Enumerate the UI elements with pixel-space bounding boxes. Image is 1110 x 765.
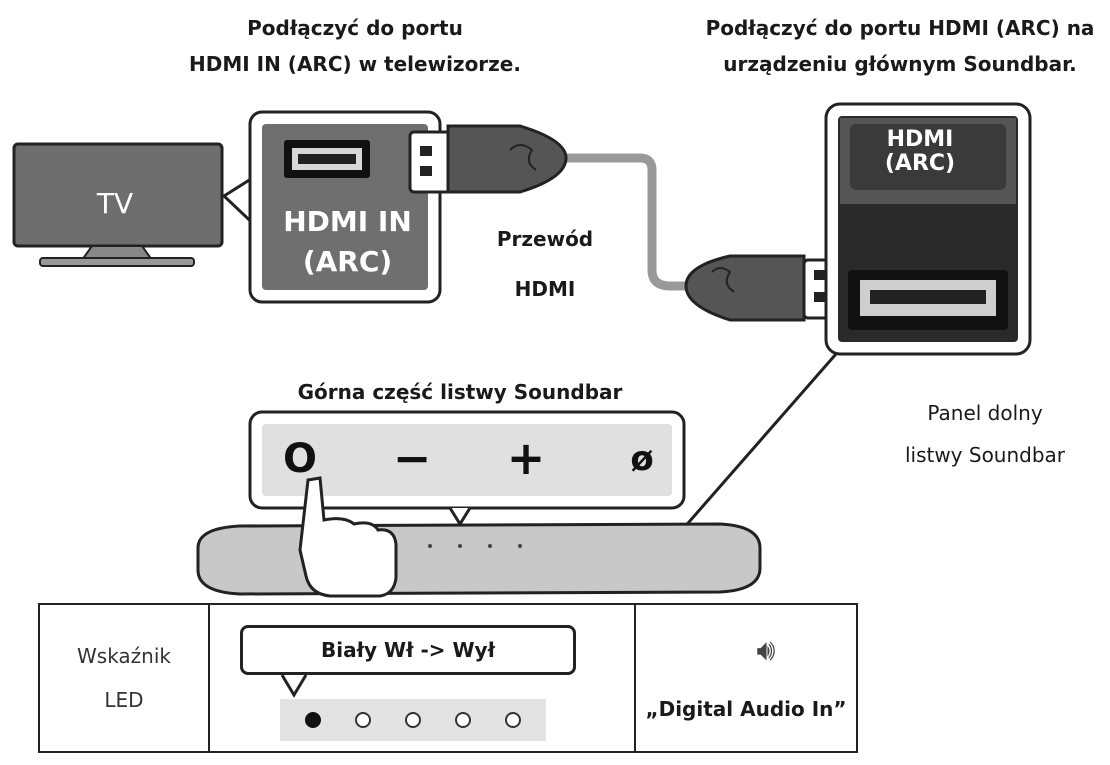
hand-icon bbox=[298, 476, 398, 598]
soundbar-port-label: HDMI (ARC) bbox=[840, 128, 1000, 176]
tv-port-label-line1: HDMI IN bbox=[283, 205, 412, 238]
soundbar-port-label-line1: HDMI bbox=[886, 127, 954, 152]
led-dot-5 bbox=[505, 712, 521, 728]
tv-port-label: HDMI IN (ARC) bbox=[270, 202, 425, 282]
mic-off-button-icon: ø bbox=[630, 439, 654, 479]
soundbar-port-caption-line1: Podłączyć do portu HDMI (ARC) na bbox=[705, 16, 1095, 40]
led-row-label-line1: Wskaźnik bbox=[77, 644, 171, 668]
led-strip bbox=[280, 699, 546, 741]
bottom-panel-label: Panel dolny listwy Soundbar bbox=[870, 392, 1100, 476]
led-dot-2 bbox=[355, 712, 371, 728]
led-status-table: Wskaźnik LED Biały Wł -> Wył 🔊︎ „Digital… bbox=[38, 603, 858, 753]
hdmi-cable bbox=[408, 124, 842, 322]
top-panel-label: Górna część listwy Soundbar bbox=[297, 380, 623, 404]
tv-port-caption-line2: HDMI IN (ARC) w telewizorze. bbox=[189, 52, 521, 76]
led-status-bubble: Biały Wł -> Wył bbox=[240, 625, 576, 675]
soundbar-port-label-line2: (ARC) bbox=[884, 151, 956, 176]
tv-port-label-line2: (ARC) bbox=[302, 245, 393, 278]
power-button-icon: O bbox=[282, 436, 317, 482]
cable-label-line1: Przewód bbox=[496, 227, 594, 251]
soundbar-port-caption: Podłączyć do portu HDMI (ARC) na urządze… bbox=[690, 10, 1110, 82]
volume-up-button-icon: + bbox=[506, 431, 546, 485]
led-row-label-cell: Wskaźnik LED bbox=[40, 605, 210, 751]
led-dot-3 bbox=[405, 712, 421, 728]
bottom-panel-label-line1: Panel dolny bbox=[927, 401, 1043, 425]
tv-icon bbox=[12, 142, 224, 267]
soundbar-port-caption-line2: urządzeniu głównym Soundbar. bbox=[723, 52, 1077, 76]
input-status-cell: 🔊︎ „Digital Audio In” bbox=[636, 605, 856, 751]
cable-label: Przewód HDMI bbox=[480, 214, 610, 314]
led-dot-4 bbox=[455, 712, 471, 728]
tv-label: TV bbox=[96, 187, 134, 220]
cable-label-line2: HDMI bbox=[514, 277, 576, 301]
bubble-pointer bbox=[280, 674, 308, 698]
bottom-panel-pointer bbox=[680, 353, 838, 531]
led-row-label: Wskaźnik LED bbox=[77, 634, 171, 722]
top-panel-callout bbox=[248, 410, 686, 527]
volume-down-button-icon: − bbox=[392, 431, 432, 485]
bottom-panel-label-line2: listwy Soundbar bbox=[904, 443, 1066, 467]
soundbar-port-callout bbox=[824, 102, 1032, 356]
tv-port-caption: Podłączyć do portu HDMI IN (ARC) w telew… bbox=[160, 10, 550, 82]
tv-port-caption-line1: Podłączyć do portu bbox=[247, 16, 463, 40]
input-status-text: „Digital Audio In” bbox=[645, 697, 847, 721]
soundbar-body bbox=[196, 522, 762, 596]
led-dot-1 bbox=[305, 712, 321, 728]
speaker-icon: 🔊︎ bbox=[756, 633, 776, 668]
led-row-label-line2: LED bbox=[104, 688, 144, 712]
led-indicator-cell: Biały Wł -> Wył bbox=[210, 605, 636, 751]
tv-port-callout bbox=[248, 110, 442, 304]
